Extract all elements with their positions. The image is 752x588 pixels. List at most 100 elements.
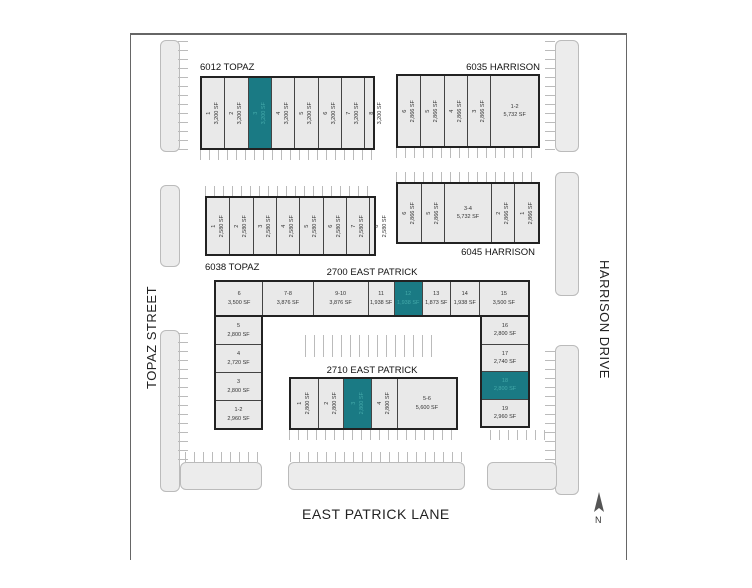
- parking-stalls: [289, 430, 458, 440]
- parking-stalls: [305, 335, 440, 357]
- curb-island: [160, 330, 180, 492]
- unit-number: 15: [500, 291, 507, 298]
- unit-square-footage: 3,876 SF: [329, 299, 352, 306]
- curb-island: [487, 462, 557, 490]
- unit[interactable]: 16 2,800 SF: [482, 317, 528, 345]
- unit-number: 17: [501, 350, 509, 357]
- unit-square-footage: 2,800 SF: [493, 386, 517, 393]
- unit-square-footage: 2,960 SF: [493, 413, 517, 420]
- unit-square-footage: 2,740 SF: [493, 358, 517, 365]
- unit-number: 16: [501, 323, 509, 329]
- unit-number: 5: [425, 211, 432, 215]
- unit-square-footage: 1,938 SF: [369, 299, 393, 306]
- unit-square-footage: 5,732 SF: [503, 112, 526, 118]
- parking-stalls: [178, 40, 188, 150]
- parking-stalls: [185, 452, 260, 462]
- unit-number: 7-8: [283, 291, 292, 298]
- property-boundary: [130, 33, 627, 560]
- unit-square-footage: 2,720 SF: [227, 359, 250, 366]
- parking-stalls: [396, 148, 540, 158]
- unit-number: 3: [252, 111, 259, 115]
- unit-square-footage: 2,800 SF: [305, 392, 312, 415]
- unit-square-footage: 3,200 SF: [354, 101, 361, 125]
- unit-number: 6: [237, 291, 241, 298]
- unit-square-footage: 2,800 SF: [493, 331, 517, 338]
- unit-square-footage: 2,580 SF: [219, 214, 226, 238]
- unit-number: 1-2: [234, 407, 243, 414]
- unit-square-footage: 3,876 SF: [276, 299, 300, 306]
- unit-square-footage: 2,580 SF: [242, 214, 249, 238]
- unit-number: 6: [322, 111, 329, 115]
- unit-square-footage: 2,800 SF: [227, 331, 250, 338]
- unit-number: 3: [471, 109, 478, 113]
